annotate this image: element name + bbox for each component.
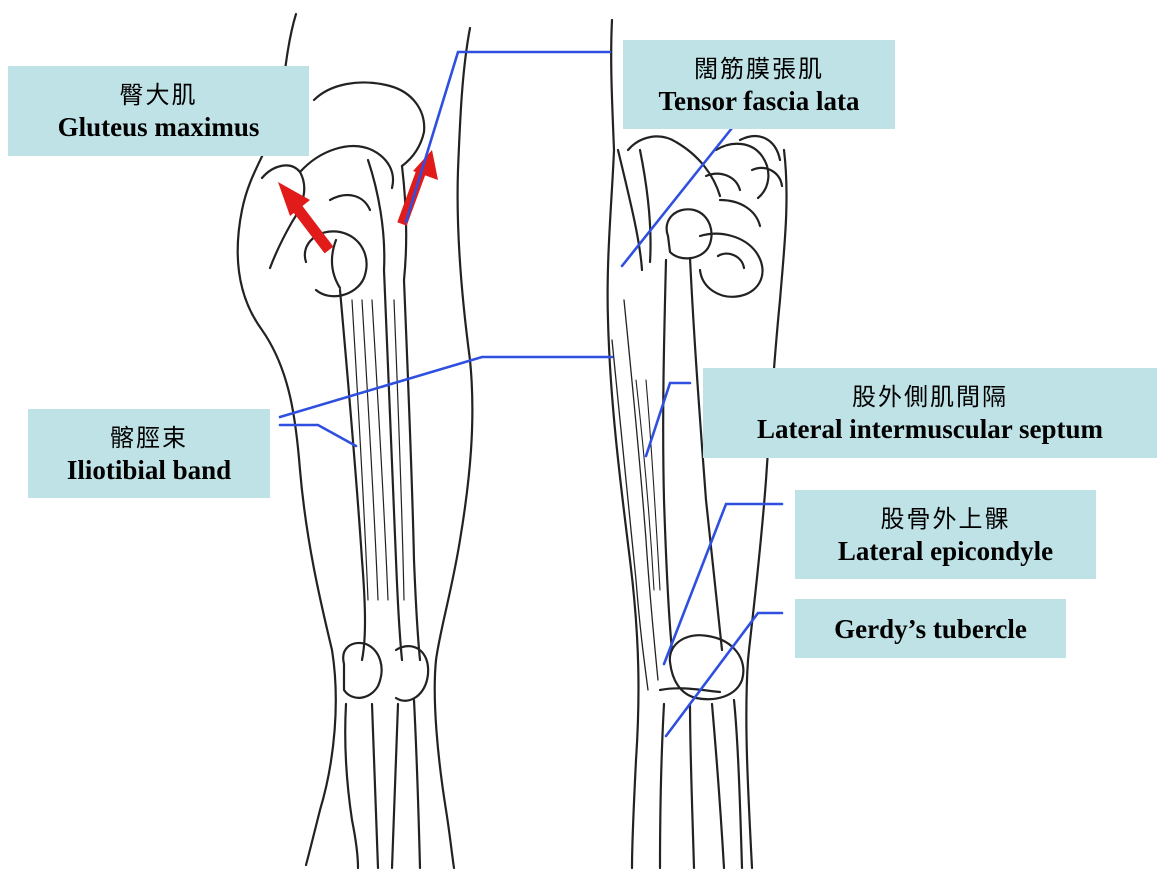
label-gerdys-tubercle: Gerdy’s tubercle [795,599,1066,658]
leader-septum [644,381,692,458]
label-lateral-epicondyle-en: Lateral epicondyle [837,535,1054,566]
label-tensor-fascia-lata-ja: 闊筋膜張肌 [694,54,824,83]
label-lateral-intermuscular-septum-en: Lateral intermuscular septum [757,414,1103,444]
arrow-left-icon [278,182,334,254]
leader-tensor-left [404,50,612,224]
label-tensor-fascia-lata: 闊筋膜張肌 Tensor fascia lata [623,40,895,129]
leader-itband-lower [278,423,358,448]
label-gluteus-maximus-ja: 臀大肌 [119,81,198,109]
label-iliotibial-band-ja: 髂脛束 [110,423,188,452]
label-lateral-epicondyle: 股骨外上髁 Lateral epicondyle [795,490,1096,579]
label-gerdys-tubercle-en: Gerdy’s tubercle [834,613,1027,644]
label-lateral-epicondyle-ja: 股骨外上髁 [880,504,1011,533]
leader-epicondyle [662,502,784,666]
label-lateral-intermuscular-septum-ja: 股外側肌間隔 [852,383,1008,411]
label-gluteus-maximus: 臀大肌 Gluteus maximus [8,66,309,156]
lateral-leg-drawing [606,18,788,870]
label-tensor-fascia-lata-en: Tensor fascia lata [658,85,860,116]
leader-gerdy [664,611,784,738]
label-lateral-intermuscular-septum: 股外側肌間隔 Lateral intermuscular septum [703,368,1157,458]
label-gluteus-maximus-en: Gluteus maximus [57,112,260,142]
label-iliotibial-band: 髂脛束 Iliotibial band [28,409,270,498]
leader-tensor-right [620,126,734,268]
leader-itband-upper [278,355,614,419]
posterior-leg-drawing [236,12,474,870]
leader-lines [278,50,784,738]
label-iliotibial-band-en: Iliotibial band [66,454,232,485]
